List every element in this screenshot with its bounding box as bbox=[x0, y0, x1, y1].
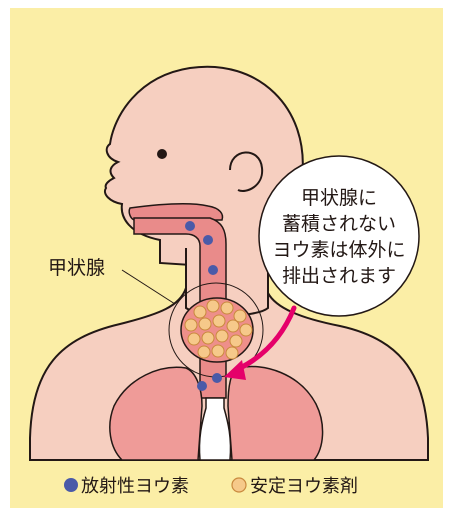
ear bbox=[229, 151, 264, 192]
stable-iodine-dot bbox=[226, 319, 240, 333]
stable-iodine-dot bbox=[225, 346, 239, 360]
stable-iodine-dot bbox=[201, 331, 215, 345]
stable-iodine-dot bbox=[215, 329, 229, 343]
stable-iodine-dot bbox=[206, 299, 220, 313]
radioactive-iodine-dot bbox=[185, 221, 195, 231]
stable-iodine-cluster bbox=[184, 299, 253, 360]
stable-iodine-dot bbox=[212, 314, 226, 328]
stable-iodine-dot bbox=[229, 334, 243, 348]
radioactive-iodine-legend-icon bbox=[64, 478, 78, 492]
legend: 放射性ヨウ素 安定ヨウ素剤 bbox=[64, 476, 358, 497]
radioactive-iodine-dot bbox=[212, 373, 222, 383]
radioactive-iodine-dot bbox=[197, 381, 207, 391]
radioactive-iodine-group bbox=[185, 221, 222, 391]
callout-line-3: ヨウ素は体外に bbox=[272, 239, 405, 261]
thyroid-iodine-diagram: 甲状腺に 蓄積されない ヨウ素は体外に 排出されます 甲状腺 放射性ヨウ素 安定… bbox=[10, 8, 443, 508]
stable-iodine-legend-icon bbox=[231, 477, 247, 493]
callout-line-1: 甲状腺に bbox=[301, 187, 377, 209]
stable-iodine-dot bbox=[211, 344, 225, 358]
stable-iodine-dot bbox=[193, 305, 207, 319]
stable-iodine-dot bbox=[184, 318, 198, 332]
callout-bubble bbox=[258, 155, 420, 317]
radioactive-iodine-dot bbox=[208, 265, 218, 275]
stable-iodine-dot bbox=[239, 323, 253, 337]
thyroid-label-leader bbox=[121, 269, 176, 305]
radioactive-iodine-dot bbox=[203, 235, 213, 245]
excretion-arrow bbox=[233, 305, 297, 373]
mouth-cavity bbox=[128, 203, 224, 221]
stable-iodine-dot bbox=[220, 301, 234, 315]
stable-iodine-dot bbox=[198, 317, 212, 331]
illustration-panel: 甲状腺に 蓄積されない ヨウ素は体外に 排出されます 甲状腺 放射性ヨウ素 安定… bbox=[10, 8, 443, 508]
legend-label-stable-iodine: 安定ヨウ素剤 bbox=[250, 476, 358, 497]
callout-line-2: 蓄積されない bbox=[282, 213, 396, 235]
stable-iodine-dot bbox=[233, 309, 247, 323]
stable-iodine-dot bbox=[187, 332, 201, 346]
excretion-arrowhead bbox=[224, 360, 246, 380]
stable-iodine-dot bbox=[197, 345, 211, 359]
right-lung bbox=[227, 365, 324, 461]
callout-line-4: 排出されます bbox=[282, 265, 396, 287]
thyroid-label: 甲状腺 bbox=[48, 257, 105, 279]
legend-label-radioactive-iodine: 放射性ヨウ素 bbox=[81, 476, 189, 497]
bronchi bbox=[198, 397, 232, 461]
eye bbox=[157, 149, 167, 159]
